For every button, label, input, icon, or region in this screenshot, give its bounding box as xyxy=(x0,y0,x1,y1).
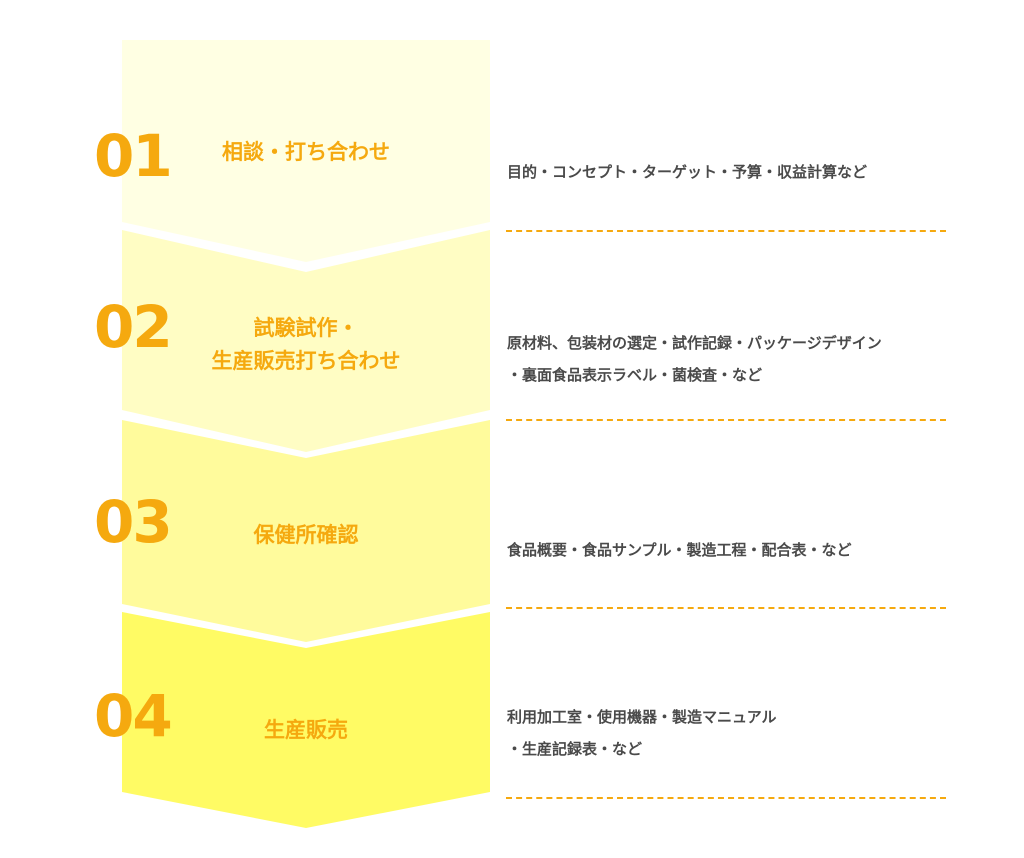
step-3-title: 保健所確認 xyxy=(253,523,359,547)
step-4-description: 利用加工室・使用機器・製造マニュアル ・生産記録表・など xyxy=(507,708,777,758)
step-3-divider xyxy=(506,607,946,609)
step-1-chevron xyxy=(122,40,490,262)
step-3-chevron xyxy=(122,420,490,642)
step-2-divider xyxy=(506,419,946,421)
step-1-description: 目的・コンセプト・ターゲット・予算・収益計算など xyxy=(507,163,868,181)
step-3-number: 03 xyxy=(94,488,173,556)
step-2-title: 試験試作・ 生産販売打ち合わせ xyxy=(211,316,401,373)
step-4-divider xyxy=(506,797,946,799)
step-2-chevron xyxy=(122,230,490,452)
step-1-divider xyxy=(506,230,946,232)
step-2-description: 原材料、包装材の選定・試作記録・パッケージデザイン ・裏面食品表示ラベル・菌検査… xyxy=(507,334,882,384)
step-2-number: 02 xyxy=(94,293,173,361)
step-1-title: 相談・打ち合わせ xyxy=(222,140,390,164)
step-4-number: 04 xyxy=(94,682,173,750)
step-4-title: 生産販売 xyxy=(264,718,348,742)
step-1-number: 01 xyxy=(94,122,173,190)
step-4-chevron xyxy=(122,612,490,828)
step-3-description: 食品概要・食品サンプル・製造工程・配合表・など xyxy=(507,541,852,559)
